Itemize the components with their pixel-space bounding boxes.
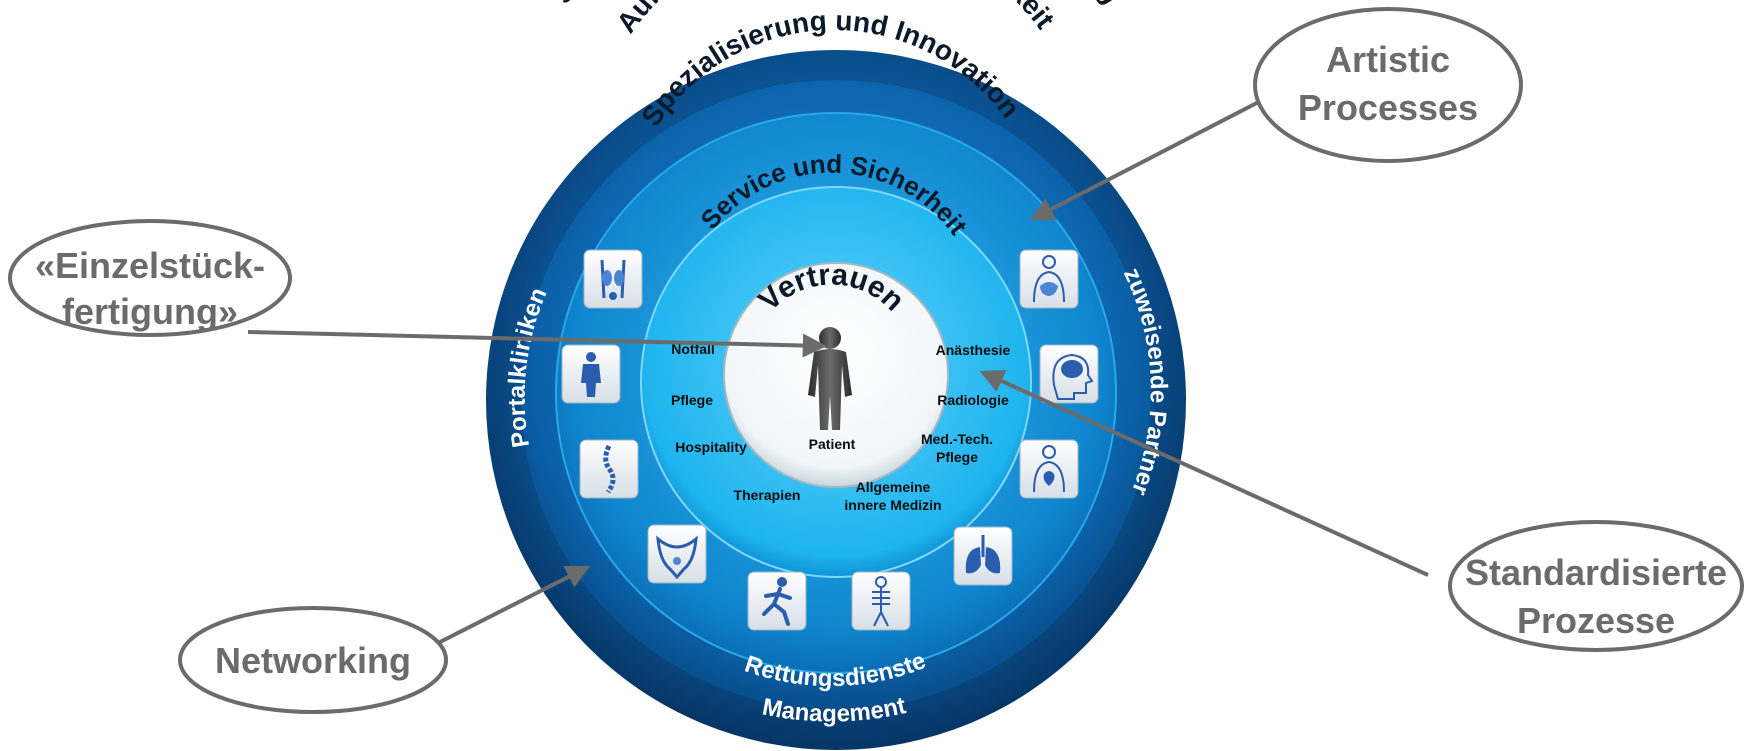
dept-anaesthesie: Anästhesie bbox=[936, 342, 1011, 358]
arrow-einzelstueck bbox=[247, 330, 827, 358]
callout-einzel-line1: «Einzelstück- bbox=[35, 245, 265, 286]
callout-artistic-processes: Artistic Processes bbox=[1253, 7, 1523, 163]
torso-organ-icon bbox=[1019, 249, 1079, 309]
callout-artistic-line2: Processes bbox=[1298, 87, 1478, 128]
dept-medtech-line2: Pflege bbox=[936, 449, 978, 465]
pelvis-icon bbox=[647, 524, 707, 584]
dept-radiologie: Radiologie bbox=[937, 392, 1009, 408]
head-brain-icon bbox=[1039, 344, 1099, 404]
callout-standardisierte-prozesse: Standardisierte Prozesse bbox=[1448, 520, 1744, 652]
dept-hospitality: Hospitality bbox=[675, 439, 747, 455]
dept-pflege: Pflege bbox=[671, 392, 713, 408]
lungs-icon bbox=[953, 526, 1013, 586]
skeleton-icon bbox=[851, 571, 911, 631]
callout-standard-line1: Standardisierte bbox=[1465, 552, 1727, 593]
callout-networking-label: Networking bbox=[215, 640, 411, 681]
patient-label: Patient bbox=[809, 436, 856, 452]
callout-einzel-line2: fertigung» bbox=[62, 291, 238, 332]
arrow-standardisiert bbox=[979, 370, 1429, 577]
callout-artistic-line1: Artistic bbox=[1326, 39, 1450, 80]
runner-icon bbox=[747, 571, 807, 631]
heart-torso-icon bbox=[1019, 439, 1079, 499]
callout-einzelstueckfertigung: «Einzelstück- fertigung» bbox=[8, 219, 292, 337]
spine-icon bbox=[579, 439, 639, 499]
dept-therapien: Therapien bbox=[734, 487, 801, 503]
arrow-networking bbox=[439, 565, 591, 644]
kidney-system-icon bbox=[583, 249, 643, 309]
arrow-artistic bbox=[1029, 90, 1279, 221]
callout-networking: Networking bbox=[178, 606, 448, 714]
dept-allgemeine-line1: Allgemeine bbox=[856, 479, 931, 495]
dept-allgemeine-line2: innere Medizin bbox=[844, 497, 941, 513]
dept-medtech-line1: Med.-Tech. bbox=[921, 431, 993, 447]
callout-standard-line2: Prozesse bbox=[1517, 600, 1675, 641]
body-figure-icon bbox=[561, 344, 621, 404]
